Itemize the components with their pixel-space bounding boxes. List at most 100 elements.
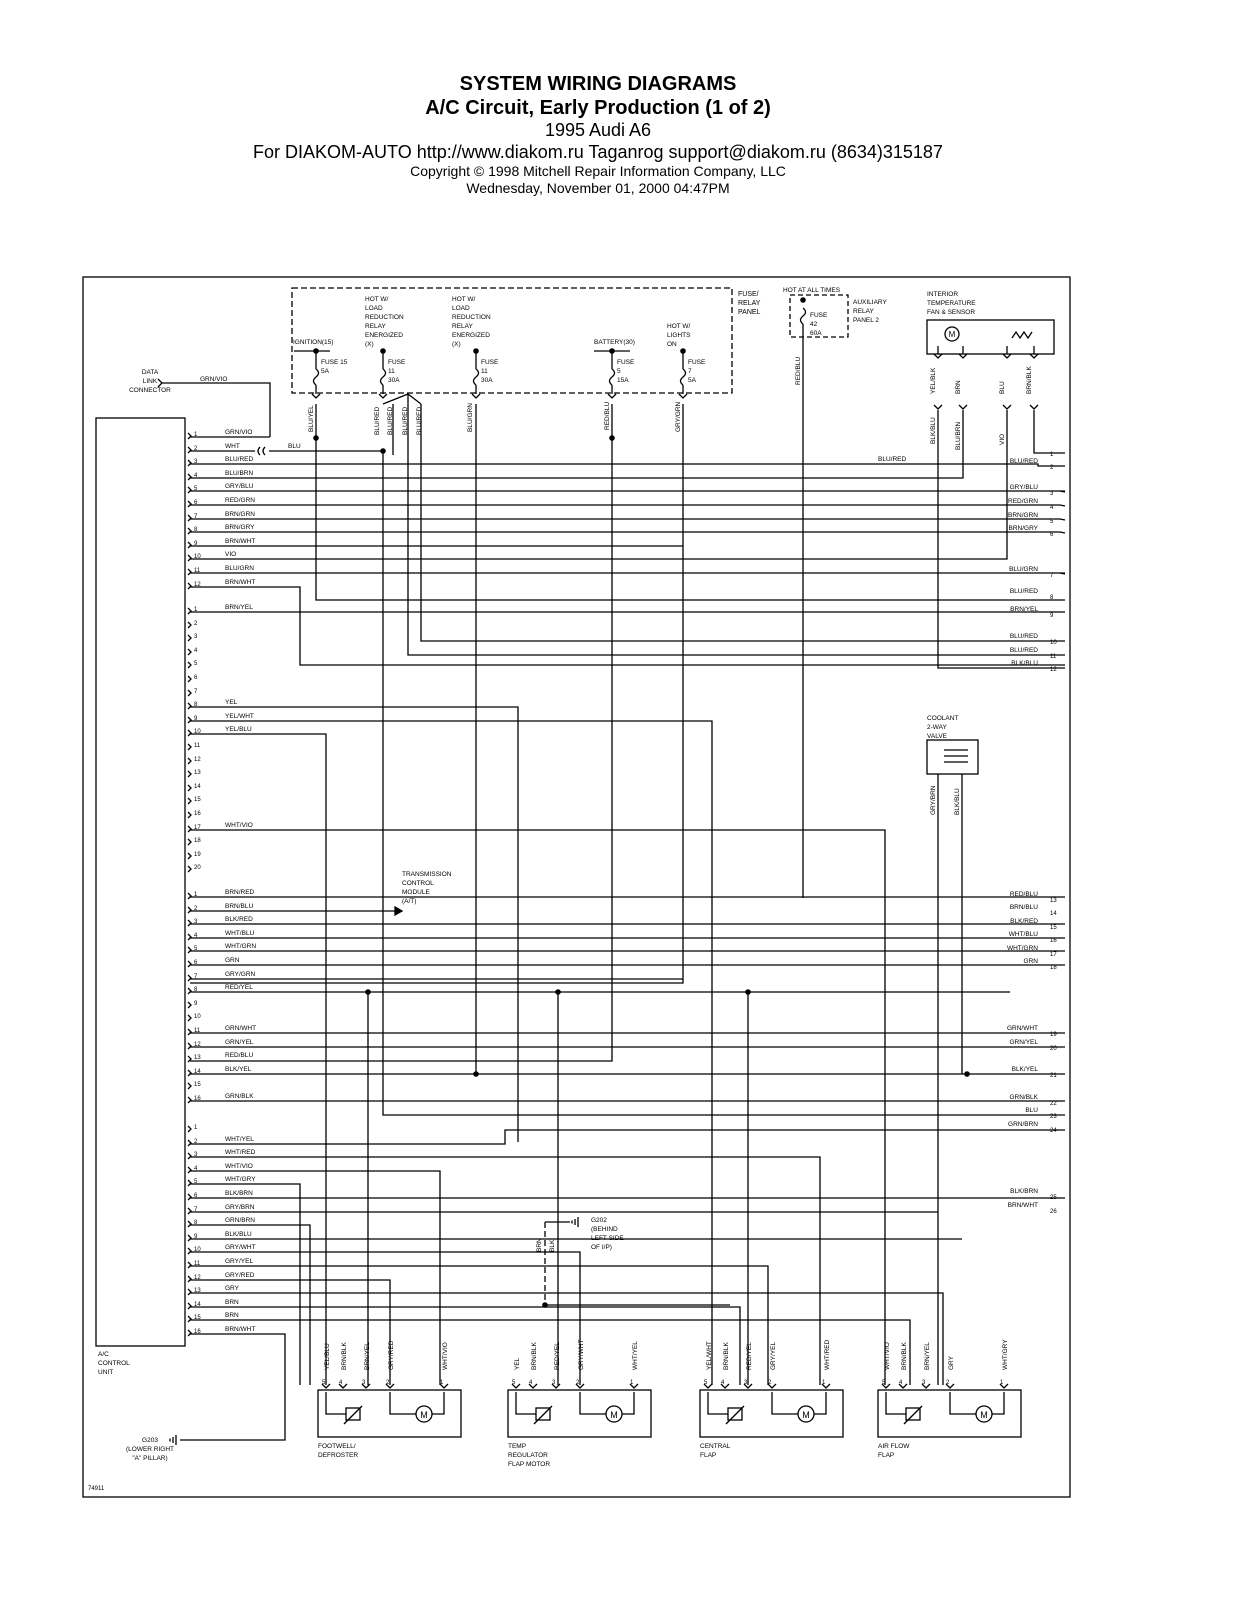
- pin-tick: [187, 1315, 192, 1323]
- wire-label: GRN/VIO: [225, 429, 252, 436]
- pin-number: 12: [194, 757, 201, 763]
- pin-number: 4: [194, 1166, 198, 1172]
- sheet2-number: 1: [1050, 452, 1054, 458]
- wire: [937, 410, 1065, 669]
- pin-number: 7: [194, 689, 198, 695]
- pin-number: 6: [194, 1193, 198, 1199]
- wire-label: WHT/GRY: [1002, 1339, 1009, 1370]
- wire-label: WHT/YEL: [632, 1341, 639, 1370]
- pin-number: 15: [194, 1082, 201, 1088]
- wire: [190, 829, 886, 1385]
- wire-label: BRN/BLU: [1010, 904, 1038, 911]
- wire-label: WHT/RED: [824, 1339, 831, 1370]
- pin-tick: [187, 661, 192, 669]
- wire-label: BRN: [955, 380, 962, 394]
- wire: [420, 404, 1065, 642]
- pin-number: 5: [322, 1380, 326, 1386]
- wire: [190, 1156, 821, 1385]
- pin-tick: [187, 554, 192, 562]
- internal-wire: [432, 1392, 445, 1415]
- flap-motor: [699, 1389, 844, 1438]
- wire-label: GRN/WHT: [1007, 1025, 1038, 1032]
- wire-label: WHT/GRN: [1007, 945, 1038, 952]
- g202-label: LEFT SIDE: [591, 1235, 624, 1242]
- pin-number: 5: [194, 486, 198, 492]
- wire-label: WHT/VIO: [884, 1342, 891, 1370]
- pin-tick: [187, 1166, 192, 1174]
- flap-motor: [507, 1389, 652, 1438]
- pin-number: 3: [194, 459, 198, 465]
- connector-tick: [378, 393, 388, 399]
- pin-number: 3: [922, 1380, 926, 1386]
- pin-tick: [187, 1302, 192, 1310]
- pin-tick: [187, 770, 192, 778]
- pin-number: 5: [704, 1380, 708, 1386]
- wire-label: GRN/YEL: [1009, 1039, 1038, 1046]
- supply-label: ON: [667, 341, 677, 348]
- supply-label: RELAY: [452, 323, 473, 330]
- motor-letter: M: [980, 1410, 988, 1420]
- fuse-label: FUSE: [481, 359, 499, 366]
- motor-label: FLAP: [878, 1452, 894, 1459]
- pin-tick: [187, 1207, 192, 1215]
- wire-label: WHT/BLU: [1009, 931, 1039, 938]
- pin-tick: [187, 500, 192, 508]
- flap-motor: [877, 1389, 1022, 1438]
- tcm-label: (A/T): [402, 898, 416, 905]
- pin-tick: [187, 689, 192, 697]
- potentiometer-icon: [727, 1407, 743, 1421]
- pin-tick: [187, 1275, 192, 1283]
- pin-number: 7: [194, 514, 198, 520]
- wire-label: BLK/RED: [225, 916, 253, 923]
- fuse-label: 5A: [321, 368, 330, 375]
- connector-tick: [1029, 353, 1039, 359]
- wire: [190, 1183, 301, 1385]
- motor-label: FOOTWELL/: [318, 1443, 356, 1450]
- connector-tick: [385, 1383, 395, 1389]
- pin-number: 2: [768, 1380, 772, 1386]
- pin-number: 9: [194, 716, 198, 722]
- pin-number: 14: [194, 1069, 201, 1075]
- sheet2-number: 18: [1050, 965, 1057, 971]
- wire-label: BLU/GRN: [1009, 566, 1038, 573]
- pin-number: 3: [194, 1152, 198, 1158]
- wire-label: RED/YEL: [554, 1342, 561, 1370]
- pin-number: 8: [194, 702, 198, 708]
- wire-label: GRY/WHT: [578, 1339, 585, 1370]
- pin-tick: [187, 702, 192, 710]
- pin-number: 1: [194, 432, 198, 438]
- fuse-label: FUSE: [617, 359, 635, 366]
- pin-number: 1: [822, 1380, 826, 1386]
- pin-number: 19: [194, 852, 201, 858]
- wire: [190, 518, 1066, 521]
- wire-label: WHT/BLU: [225, 930, 255, 937]
- fuse-label: 30A: [481, 377, 493, 384]
- wire: [190, 504, 1066, 507]
- wire-label: YEL/WHT: [706, 1341, 713, 1370]
- pin-number: 15: [194, 797, 201, 803]
- connector-tick: [607, 393, 617, 399]
- fuse-icon: [799, 307, 807, 325]
- pin-tick: [187, 582, 192, 590]
- pin-tick: [187, 716, 192, 724]
- motor-label: TEMP: [508, 1443, 526, 1450]
- pin-number: 2: [194, 446, 198, 452]
- wire-label: BLK/RED: [1010, 918, 1038, 925]
- sheet2-number: 4: [1050, 505, 1054, 511]
- tcm-label: MODULE: [402, 889, 430, 896]
- supply-label: REDUCTION: [365, 314, 404, 321]
- motor-label: FLAP: [700, 1452, 716, 1459]
- control-unit-label: CONTROL: [98, 1360, 130, 1367]
- wire-label: RED/BLU: [225, 1052, 253, 1059]
- motor-label: AIR FLOW: [878, 1443, 910, 1450]
- wire-label: BLU/RED: [1010, 647, 1038, 654]
- wire-label: BLK/BLU: [930, 417, 937, 444]
- wire-label: GRN/BRN: [225, 1217, 255, 1224]
- resistor-icon: [1011, 330, 1033, 340]
- connector-tick: [629, 1383, 639, 1389]
- connector-tick: [551, 1383, 561, 1389]
- internal-wire: [949, 1392, 976, 1415]
- internal-wire: [325, 1392, 346, 1415]
- pin-number: 18: [194, 838, 201, 844]
- internal-wire: [814, 1392, 827, 1415]
